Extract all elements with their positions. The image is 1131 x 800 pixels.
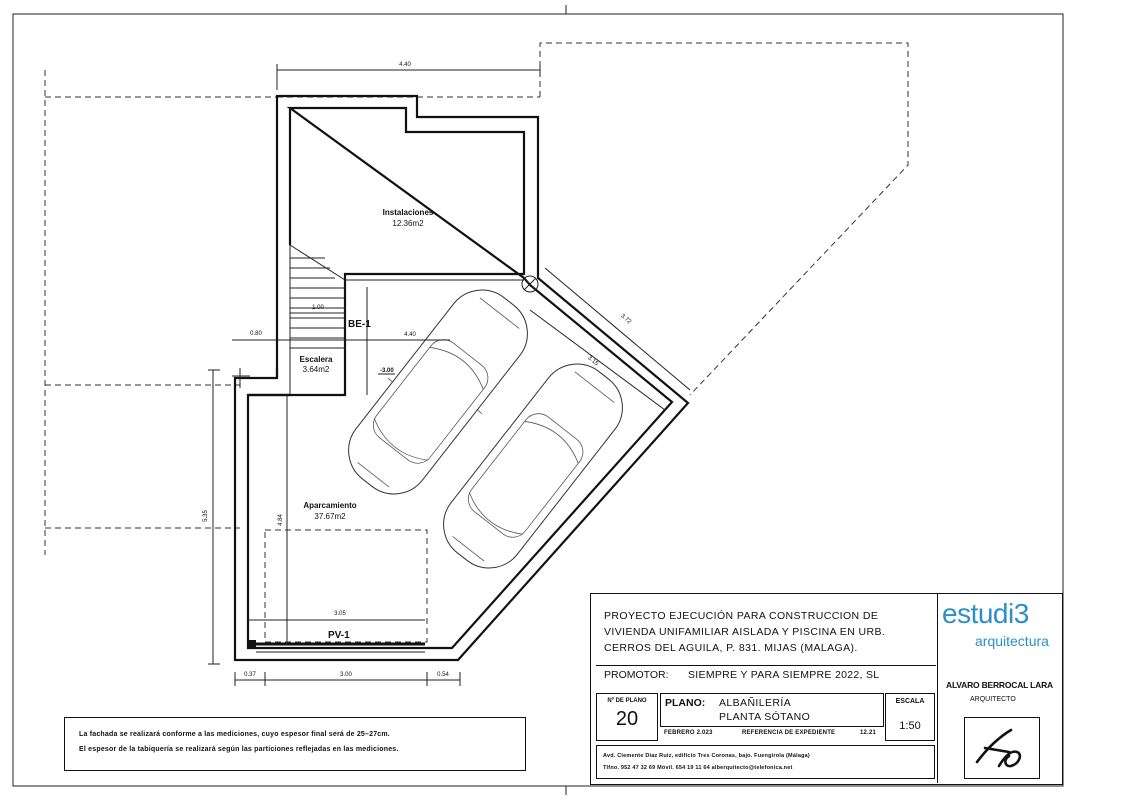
project-line-1: PROYECTO EJECUCIÓN PARA CONSTRUCCION DE bbox=[604, 610, 879, 622]
room-name-aparcamiento: Aparcamiento bbox=[303, 501, 356, 510]
dim-inner-height: 4.84 bbox=[278, 514, 284, 526]
escala-value: 1:50 bbox=[899, 720, 921, 732]
dim-bottom-c: 0.54 bbox=[437, 672, 449, 678]
address-line-2: Tlfno. 952 47 32 69 Móvil. 654 19 11 64 … bbox=[603, 765, 793, 771]
note-line-1: La fachada se realizará conforme a las m… bbox=[79, 731, 390, 738]
dim-left-height: 5.35 bbox=[203, 510, 209, 522]
car-top bbox=[348, 289, 528, 495]
plano-line-1: ALBAÑILERÍA bbox=[719, 697, 792, 709]
project-line-2: VIVIENDA UNIFAMILIAR AISLADA Y PISCINA E… bbox=[604, 626, 886, 638]
corner-cross bbox=[232, 368, 250, 388]
architect-name: ALVARO BERROCAL LARA bbox=[946, 680, 1053, 690]
room-area-instalaciones: 12.36m2 bbox=[392, 219, 424, 228]
promotor-divider bbox=[596, 665, 936, 666]
tag-pv: PV-1 bbox=[328, 630, 350, 641]
plano-label: PLANO: bbox=[665, 697, 706, 709]
dim-inner-width: 4.40 bbox=[404, 332, 416, 338]
plano-num-box: Nº DE PLANO 20 bbox=[596, 693, 658, 741]
stair bbox=[289, 244, 346, 349]
project-box: PROYECTO EJECUCIÓN PARA CONSTRUCCION DE … bbox=[596, 599, 936, 689]
corner-post bbox=[249, 640, 256, 647]
note-line-2: El espesor de la tabiquería se realizará… bbox=[79, 746, 399, 753]
promotor-label: PROMOTOR: bbox=[604, 669, 669, 681]
address-line-1: Avd. Clemente Díaz Ruiz, edificio Tres C… bbox=[603, 753, 810, 759]
ref-label: REFERENCIA DE EXPEDIENTE bbox=[742, 730, 836, 736]
room-area-escalera: 3.64m2 bbox=[303, 365, 330, 374]
dim-diag-outer: 3.72 bbox=[619, 313, 632, 326]
column-symbol bbox=[521, 275, 539, 293]
room-area-aparcamiento: 37.67m2 bbox=[314, 512, 346, 521]
note-box: La fachada se realizará conforme a las m… bbox=[64, 717, 526, 771]
dim-top: 4.40 bbox=[399, 62, 411, 68]
brand-sub: arquitectura bbox=[975, 633, 1049, 649]
promotor-value: SIEMPRE Y PARA SIEMPRE 2022, SL bbox=[688, 669, 880, 681]
car-bottom bbox=[443, 363, 623, 569]
project-line-3: CERROS DEL AGUILA, P. 831. MIJAS (MALAGA… bbox=[604, 642, 858, 654]
tag-be: BE-1 bbox=[348, 319, 371, 330]
plano-box: PLANO: ALBAÑILERÍA PLANTA SÓTANO bbox=[660, 693, 884, 727]
signature-mark bbox=[975, 728, 1022, 768]
building-walls bbox=[233, 94, 690, 662]
plano-date: FEBRERO 2.023 bbox=[664, 730, 713, 736]
plano-num: 20 bbox=[615, 708, 639, 730]
garage-door bbox=[256, 642, 425, 653]
sheet-frame bbox=[12, 13, 1064, 787]
plot-boundary bbox=[44, 42, 909, 555]
plano-num-label: Nº DE PLANO bbox=[607, 698, 647, 704]
ref-value: 12.21 bbox=[860, 730, 877, 736]
signature-box bbox=[964, 717, 1040, 779]
dim-bottom-b: 3.00 bbox=[340, 672, 352, 678]
dim-left-offset: 0.80 bbox=[250, 331, 262, 337]
title-block-divider bbox=[937, 593, 938, 783]
address-box: Avd. Clemente Díaz Ruiz, edificio Tres C… bbox=[596, 745, 935, 779]
architect-role: ARQUITECTO bbox=[970, 696, 1016, 703]
dim-bottom-a: 0.37 bbox=[244, 672, 256, 678]
escala-box: ESCALA 1:50 bbox=[885, 693, 935, 741]
room-name-escalera: Escalera bbox=[300, 355, 333, 364]
dim-bottom-inner: 3.05 bbox=[334, 611, 346, 617]
level-mark: -3.00 bbox=[380, 368, 394, 374]
brand-logo: estudi3 bbox=[942, 598, 1029, 629]
escala-label: ESCALA bbox=[895, 698, 925, 705]
room-name-instalaciones: Instalaciones bbox=[383, 208, 434, 217]
dimension-lines bbox=[208, 64, 691, 686]
dim-stair-width: 1.00 bbox=[312, 305, 324, 311]
parking-outline bbox=[264, 529, 428, 643]
plano-line-2: PLANTA SÓTANO bbox=[719, 711, 811, 723]
